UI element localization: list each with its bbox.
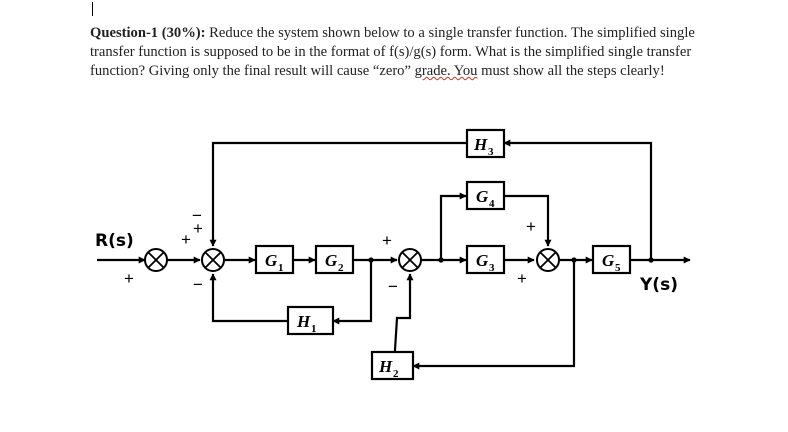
sign-s4-bottom: + (517, 269, 527, 288)
question-body-1: Reduce the system shown below to a singl… (90, 25, 695, 79)
branch-point-s4-out (571, 257, 577, 263)
sign-s2-left: − (192, 206, 202, 225)
wire-to-h2 (412, 260, 576, 370)
block-g5-subscript: 5 (615, 262, 621, 274)
block-h3-label: H (473, 135, 488, 154)
question-text: Question-1 (30%): Reduce the system show… (90, 24, 730, 81)
wire-h3-s2 (209, 141, 466, 247)
block-h2-label: H (378, 357, 393, 376)
spellcheck-flagged-text: grade. You (414, 63, 478, 79)
block-g5: G 5 (591, 244, 632, 275)
sign-s2-top: + (193, 219, 203, 238)
sign-s1-top: + (181, 230, 191, 249)
block-g4: G 4 (465, 180, 506, 211)
summing-junction-4 (536, 248, 560, 272)
block-g3-label: G (476, 251, 489, 270)
sign-s1-bottom: + (124, 269, 134, 288)
branch-points (368, 257, 654, 263)
sign-s3-bottom: − (388, 277, 398, 296)
wire-to-h1 (332, 260, 373, 325)
block-g4-label: G (476, 187, 489, 206)
branch-point-g2-out (368, 257, 374, 263)
wire-to-g4 (439, 192, 467, 260)
block-g2: G 2 (314, 244, 355, 275)
block-g3: G 3 (465, 244, 506, 275)
block-g1: G 1 (254, 244, 295, 275)
block-g3-subscript: 3 (489, 262, 495, 274)
branch-point-output (648, 257, 654, 263)
block-g2-label: G (325, 251, 338, 270)
branch-point-s3-out (438, 257, 444, 263)
block-g4-subscript: 4 (489, 198, 495, 210)
block-h1-subscript: 1 (311, 323, 317, 335)
block-g1-subscript: 1 (278, 262, 284, 274)
output-signal-label: Y(s) (639, 275, 678, 295)
summing-junction-3 (398, 248, 422, 272)
sign-s2-bottom: − (193, 275, 203, 294)
sign-s3-top: + (382, 231, 392, 250)
text-cursor (92, 2, 93, 16)
block-h3-subscript: 3 (488, 146, 494, 158)
block-g1-label: G (265, 251, 278, 270)
sign-s4-top: + (526, 217, 536, 236)
input-signal-label: R(s) (95, 231, 134, 251)
wire-to-h3 (503, 139, 653, 260)
wire-h1-s2 (209, 273, 288, 323)
block-g2-subscript: 2 (338, 262, 344, 274)
block-h1: H 1 (286, 305, 335, 336)
question-body-2: must show all the steps clearly! (477, 63, 665, 79)
block-h2: H 2 (370, 350, 415, 381)
wires (97, 139, 691, 370)
wire-g4-s4 (504, 194, 552, 247)
block-h3: H 3 (465, 128, 506, 159)
summing-junction-1 (144, 248, 168, 272)
block-g5-label: G (602, 251, 615, 270)
block-h2-subscript: 2 (393, 368, 399, 380)
summing-junction-2 (201, 248, 225, 272)
question-lead: Question-1 (30%): (90, 25, 206, 41)
block-h1-label: H (296, 312, 311, 331)
